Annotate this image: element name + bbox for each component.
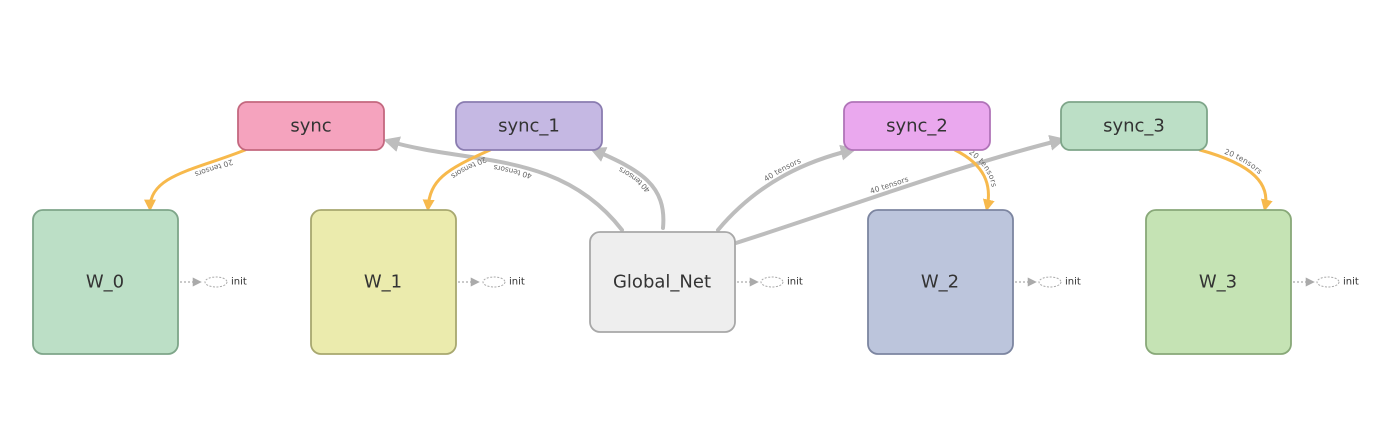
node-w0-label: W_0 (86, 272, 124, 293)
node-w1[interactable]: W_1 (310, 209, 457, 355)
node-global-net[interactable]: Global_Net (589, 231, 736, 333)
node-w2[interactable]: W_2 (867, 209, 1014, 355)
node-sync-1[interactable]: sync_1 (455, 101, 603, 151)
init-ellipse-w0 (204, 276, 228, 288)
init-ellipse-global-net (760, 276, 784, 288)
node-sync-3[interactable]: sync_3 (1060, 101, 1208, 151)
node-sync-3-border (1060, 101, 1208, 151)
node-sync-2-border (843, 101, 991, 151)
node-global-net-border (589, 231, 736, 333)
node-w3[interactable]: W_3 (1145, 209, 1292, 355)
node-sync-1-label: sync_1 (498, 116, 560, 137)
init-label-w3: init (1343, 277, 1359, 288)
init-label-w2: init (1065, 277, 1081, 288)
node-sync-3-label: sync_3 (1103, 116, 1165, 137)
node-global-net-label: Global_Net (613, 272, 711, 293)
node-w2-border (867, 209, 1014, 355)
node-w1-label: W_1 (364, 272, 402, 293)
init-label-global-net: init (787, 277, 803, 288)
init-node-w1[interactable]: init (458, 276, 525, 288)
node-w1-box (311, 210, 456, 354)
init-ellipse-w3 (1316, 276, 1340, 288)
node-w0-border (32, 209, 179, 355)
init-ellipse-w2 (1038, 276, 1062, 288)
node-sync-2-label: sync_2 (886, 116, 948, 137)
edge-global-to-sync-1 (592, 148, 666, 230)
node-sync-2[interactable]: sync_2 (843, 101, 991, 151)
node-sync-1-border (455, 101, 603, 151)
init-label-w1: init (509, 277, 525, 288)
edge-global-to-sync-2 (716, 148, 854, 232)
node-sync[interactable]: sync (237, 101, 385, 151)
node-sync-border (237, 101, 385, 151)
init-node-global-net[interactable]: init (737, 276, 803, 288)
node-sync-box (238, 102, 384, 150)
node-w2-box (868, 210, 1013, 354)
node-w0-box (33, 210, 178, 354)
node-sync-3-box (1061, 102, 1207, 150)
node-w0[interactable]: W_0 (32, 209, 179, 355)
init-ellipse-w1 (482, 276, 506, 288)
node-sync-1-box (456, 102, 602, 150)
init-node-w0[interactable]: init (180, 276, 247, 288)
edge-label-sync-2-w2: 20 tensors (967, 148, 999, 188)
init-node-w2[interactable]: init (1015, 276, 1081, 288)
init-node-w3[interactable]: init (1293, 276, 1359, 288)
node-w1-border (310, 209, 457, 355)
node-sync-2-box (844, 102, 990, 150)
node-w3-label: W_3 (1199, 272, 1237, 293)
node-w3-border (1145, 209, 1292, 355)
node-sync-label: sync (290, 116, 331, 137)
node-w2-label: W_2 (921, 272, 959, 293)
init-label-w0: init (231, 277, 247, 288)
node-global-net-box (590, 232, 735, 332)
node-w3-box (1146, 210, 1291, 354)
